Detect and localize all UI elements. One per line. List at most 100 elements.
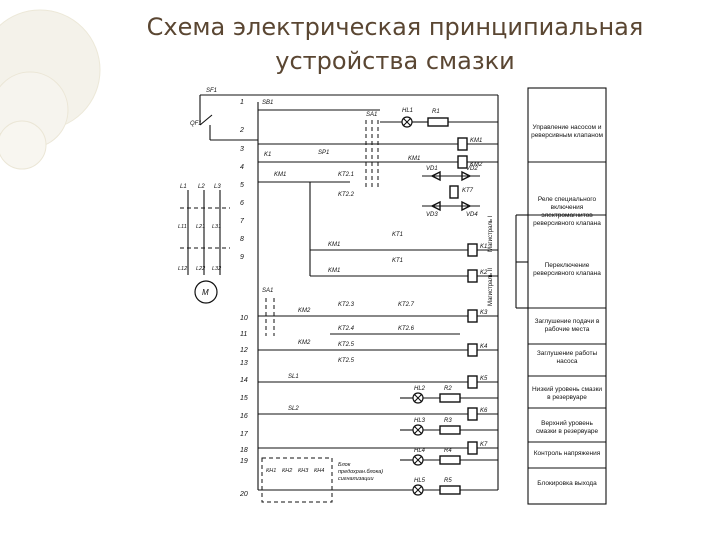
lamp-hl1 [401, 116, 413, 128]
row-number: 17 [240, 431, 249, 438]
label-r5: R5 [444, 478, 452, 484]
label-k6-coil: K6 [480, 408, 488, 414]
label-r1: R1 [432, 109, 440, 115]
label-k1-coil: K1 [480, 244, 487, 250]
row-number: 11 [240, 331, 247, 338]
label-vd4: VD4 [466, 212, 478, 218]
label-l31: L31 [212, 224, 221, 230]
legend-item: Переключение реверсивного клапана [533, 262, 601, 277]
coil-k5 [467, 375, 478, 389]
label-hl4: HL4 [414, 448, 426, 454]
label-sl1: SL1 [288, 374, 299, 380]
coil-k2 [467, 269, 478, 283]
lamp-hl3 [412, 424, 424, 436]
row-number: 12 [240, 347, 248, 354]
page-title: Схема электрическая принципиальная устро… [100, 10, 690, 78]
row-number: 19 [240, 458, 248, 465]
row-number: 4 [240, 164, 244, 171]
label-km1-r9: KM1 [328, 242, 340, 248]
label-hl1: HL1 [402, 108, 413, 114]
coil-k4 [467, 343, 478, 357]
row-number: 20 [239, 491, 248, 498]
label-r2: R2 [444, 386, 452, 392]
label-vd3: VD3 [426, 212, 438, 218]
label-hl2: HL2 [414, 386, 426, 392]
label-l2: L2 [198, 184, 205, 190]
resistor-r1 [427, 117, 449, 127]
legend-item: Реле специального включения электромагни… [533, 196, 601, 227]
coil-km1 [457, 137, 468, 151]
legend-item: Верхний уровень смазки в резервуаре [535, 420, 599, 435]
label-km1-mid: KM1 [408, 156, 420, 162]
mode-label-1: Магистраль I [488, 215, 494, 252]
label-motor: M [202, 288, 209, 297]
row-number: 10 [240, 315, 248, 322]
row-number: 18 [240, 447, 248, 454]
legend-item: Заглушение работы насоса [536, 350, 598, 365]
label-k2-coil: K2 [480, 270, 488, 276]
legend-panel [515, 87, 607, 505]
label-kh4: КН4 [314, 468, 324, 474]
label-km2-coil: KM2 [470, 162, 483, 168]
label-l21: L21 [196, 224, 205, 230]
row-number: 2 [239, 127, 244, 134]
label-vd1: VD1 [426, 166, 438, 172]
block-note-3: сигнализации [338, 476, 374, 482]
row-number: 9 [240, 254, 244, 261]
row-number: 13 [240, 360, 248, 367]
label-km1-top: KM1 [274, 172, 286, 178]
label-kt25-b: KT2.5 [338, 358, 355, 364]
legend-item: Контроль напряжения [533, 450, 601, 457]
label-k7-coil: K7 [480, 442, 488, 448]
coil-k6 [467, 407, 478, 421]
label-sp1: SP1 [318, 150, 329, 156]
title-line-1: Схема электрическая принципиальная [146, 13, 644, 41]
label-kh3: КН3 [298, 468, 309, 474]
label-km1-coil: KM1 [470, 138, 482, 144]
label-kh2: КН2 [282, 468, 292, 474]
label-l12: L12 [178, 266, 187, 272]
electrical-schematic: 1 2 3 4 5 6 7 8 9 10 11 12 13 14 15 16 1… [178, 87, 607, 505]
block-note-2: предохран.блока) [338, 469, 383, 475]
label-kt1-r10: KT1 [392, 258, 403, 264]
legend-item: Заглушение подачи в рабочие места [534, 318, 600, 333]
lamp-hl4 [412, 454, 424, 466]
legend-texts: Управление насосом и реверсивным клапано… [528, 88, 606, 504]
row-numbers: 1 2 3 4 5 6 7 8 9 10 11 12 13 14 15 16 1… [239, 99, 249, 498]
label-k4-coil: K4 [480, 344, 488, 350]
row-number: 15 [240, 395, 248, 402]
row-number: 8 [240, 236, 244, 243]
block-kh [261, 457, 333, 503]
legend-item: Низкий уровень смазки в резервуаре [531, 386, 603, 401]
title-line-2: устройства смазки [275, 47, 515, 75]
label-km1-r10: KM1 [328, 268, 340, 274]
label-qf1: QF1 [190, 121, 202, 127]
resistor-r3 [439, 425, 461, 435]
label-hl3: HL3 [414, 418, 426, 424]
coil-k7 [467, 441, 478, 455]
label-sa1-lower: SA1 [262, 288, 273, 294]
label-hl5: HL5 [414, 478, 426, 484]
label-l11: L11 [178, 224, 187, 230]
resistor-r4 [439, 455, 461, 465]
diode-bridge [422, 170, 480, 212]
row-number: 16 [240, 413, 248, 420]
label-km2-r14: KM2 [298, 340, 311, 346]
label-k5-coil: K5 [480, 376, 488, 382]
row-number: 6 [240, 200, 244, 207]
block-note-1: Блок [338, 462, 351, 468]
label-k1-top: K1 [264, 152, 271, 158]
row-number: 14 [240, 377, 248, 384]
label-kt24: KT2.4 [338, 326, 355, 332]
mode-label-2: Магистраль II [488, 268, 494, 306]
row-number: 1 [240, 99, 244, 106]
label-kt21: KT2.1 [338, 172, 354, 178]
label-kt23: KT2.3 [338, 302, 355, 308]
row-number: 7 [240, 218, 245, 225]
legend-item: Блокировка выхода [537, 480, 597, 487]
label-kt7: KT7 [462, 188, 474, 194]
legend-item: Управление насосом и реверсивным клапано… [531, 124, 603, 139]
label-sa1: SA1 [366, 112, 377, 118]
lamp-hl2 [412, 392, 424, 404]
coil-k1 [467, 243, 478, 257]
